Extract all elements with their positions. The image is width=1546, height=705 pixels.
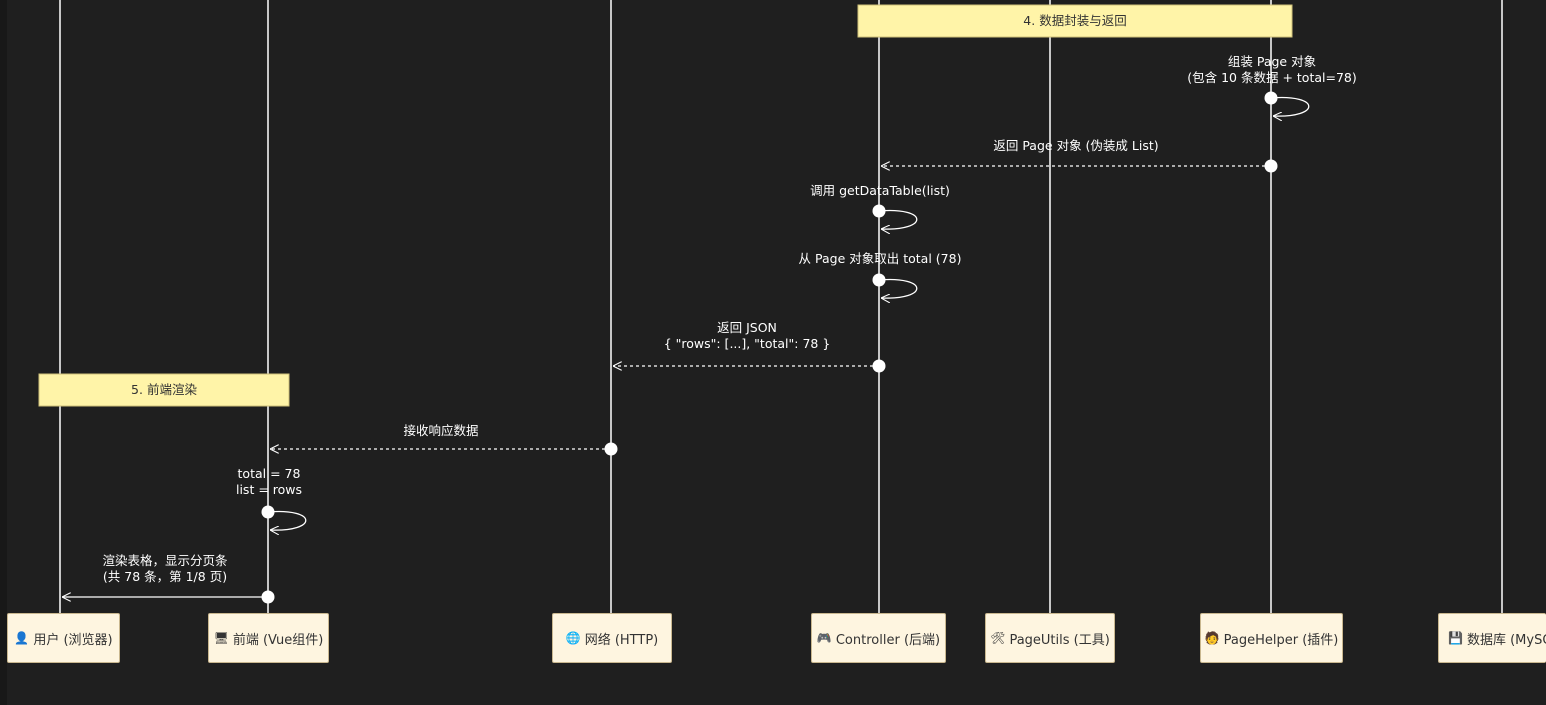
message-dot xyxy=(261,505,275,519)
message-label: total = 78 xyxy=(238,466,301,481)
message-dot xyxy=(872,204,886,218)
actor-user: 👤 用户 (浏览器) xyxy=(7,613,120,663)
message-label: 从 Page 对象取出 total (78) xyxy=(799,251,962,266)
self-arrow xyxy=(878,209,918,230)
actor-frontend: 🖥 前端 (Vue组件) xyxy=(208,613,329,663)
actor-pageutils-label: PageUtils (工具) xyxy=(1009,632,1110,648)
left-edge xyxy=(0,0,7,705)
actor-controller-label: Controller (后端) xyxy=(835,632,941,648)
actor-database-label: 数据库 (MySQL) xyxy=(1466,632,1546,648)
floppy-disk-icon: 💾 xyxy=(1448,631,1463,645)
note-text: 5. 前端渲染 xyxy=(131,382,197,397)
note-box xyxy=(38,373,290,407)
self-arrow xyxy=(267,510,307,531)
message-dot xyxy=(872,359,886,373)
message-label: 返回 JSON xyxy=(717,320,777,335)
monitor-icon: 🖥 xyxy=(213,631,229,645)
message-dot xyxy=(1264,91,1278,105)
message-label: (共 78 条，第 1/8 页) xyxy=(103,569,227,584)
note-4: 4. 数据封装与返回 xyxy=(857,4,1293,38)
message-m1: 组装 Page 对象(包含 10 条数据 + total=78) xyxy=(1187,54,1357,116)
message-label: 组装 Page 对象 xyxy=(1228,54,1316,69)
gamepad-icon: 🎮 xyxy=(816,631,832,645)
message-label: 返回 Page 对象 (伪装成 List) xyxy=(993,138,1158,153)
message-m2: 返回 Page 对象 (伪装成 List) xyxy=(881,138,1278,173)
actor-network-label: 网络 (HTTP) xyxy=(584,632,659,648)
actor-pageutils: 🛠 PageUtils (工具) xyxy=(985,613,1115,663)
actor-user-label: 用户 (浏览器) xyxy=(33,632,113,648)
message-label: list = rows xyxy=(236,482,302,497)
actor-network: 🌐 网络 (HTTP) xyxy=(552,613,672,663)
tools-icon: 🛠 xyxy=(990,631,1006,645)
self-arrow xyxy=(878,278,918,299)
actor-frontend-label: 前端 (Vue组件) xyxy=(232,632,324,648)
message-label: 接收响应数据 xyxy=(403,423,478,438)
note-text: 4. 数据封装与返回 xyxy=(1023,13,1126,28)
actor-pagehelper: 🧑 PageHelper (插件) xyxy=(1200,613,1343,663)
note-box xyxy=(857,4,1293,38)
message-m8: 渲染表格，显示分页条(共 78 条，第 1/8 页) xyxy=(62,553,275,604)
actor-controller: 🎮 Controller (后端) xyxy=(811,613,946,663)
message-m5: 返回 JSON{ "rows": [...], "total": 78 } xyxy=(613,320,886,373)
message-label: (包含 10 条数据 + total=78) xyxy=(1187,70,1357,85)
message-dot xyxy=(1264,159,1278,173)
message-dot xyxy=(604,442,618,456)
message-dot xyxy=(872,273,886,287)
message-label: 调用 getDataTable(list) xyxy=(810,183,950,198)
note-5: 5. 前端渲染 xyxy=(38,373,290,407)
user-icon: 👤 xyxy=(14,631,30,645)
self-arrow xyxy=(1270,96,1310,117)
globe-icon: 🌐 xyxy=(565,631,581,645)
message-label: { "rows": [...], "total": 78 } xyxy=(664,336,831,351)
person-icon: 🧑 xyxy=(1204,631,1220,645)
message-m3: 调用 getDataTable(list) xyxy=(810,183,950,229)
actor-pagehelper-label: PageHelper (插件) xyxy=(1223,632,1339,648)
message-m6: 接收响应数据 xyxy=(270,423,618,456)
actor-database: 💾 数据库 (MySQL) xyxy=(1438,613,1546,663)
message-label: 渲染表格，显示分页条 xyxy=(102,553,228,568)
message-dot xyxy=(261,590,275,604)
message-m4: 从 Page 对象取出 total (78) xyxy=(799,251,962,299)
